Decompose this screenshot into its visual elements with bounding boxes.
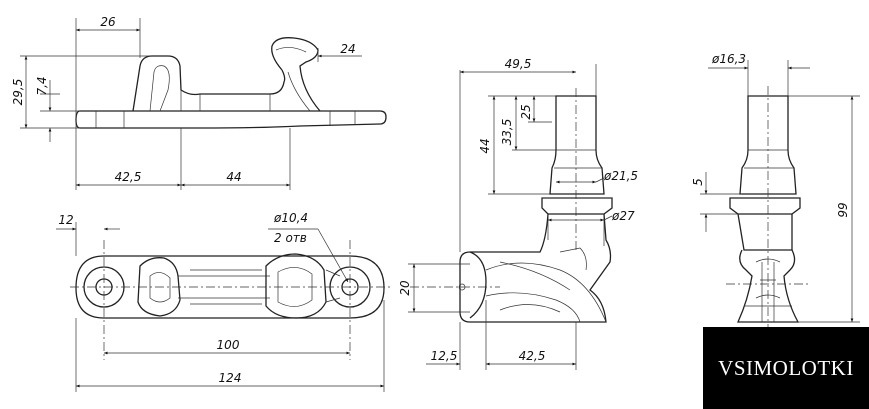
dim-99: 99 — [836, 202, 850, 217]
front-view: 49,5 44 33,5 25 ø21,5 ø27 20 12,5 42,5 — [398, 57, 638, 370]
dim-7-4: 7,4 — [35, 76, 49, 95]
end-view: ø16,3 5 99 — [691, 52, 860, 330]
side-view: 26 24 29,5 7,4 42,5 44 — [11, 15, 387, 190]
dim-5: 5 — [691, 178, 705, 186]
dim-hole-count: 2 отв — [274, 231, 307, 245]
dim-20: 20 — [398, 280, 412, 296]
dim-25: 25 — [519, 104, 533, 119]
dim-dia-16-3: ø16,3 — [711, 52, 746, 66]
dim-dia-21-5: ø21,5 — [603, 169, 638, 183]
dim-12: 12 — [58, 213, 73, 227]
dim-42-5: 42,5 — [115, 170, 142, 184]
dim-44-front: 44 — [478, 138, 492, 153]
dim-dia-27: ø27 — [611, 209, 635, 223]
brand-watermark: VSIMOLOTKI — [703, 327, 869, 409]
dim-100: 100 — [217, 338, 240, 352]
dim-124: 124 — [219, 371, 242, 385]
dim-12-5: 12,5 — [431, 349, 458, 363]
dim-24: 24 — [340, 42, 355, 56]
dim-44: 44 — [226, 170, 241, 184]
dim-hole-dia: ø10,4 — [273, 211, 308, 225]
dim-42-5-front: 42,5 — [519, 349, 546, 363]
dim-49-5: 49,5 — [505, 57, 532, 71]
dim-29-5: 29,5 — [11, 79, 25, 106]
top-view: ø10,4 2 отв 12 100 124 — [56, 211, 392, 392]
dim-33-5: 33,5 — [500, 119, 514, 146]
dim-26: 26 — [100, 15, 116, 29]
